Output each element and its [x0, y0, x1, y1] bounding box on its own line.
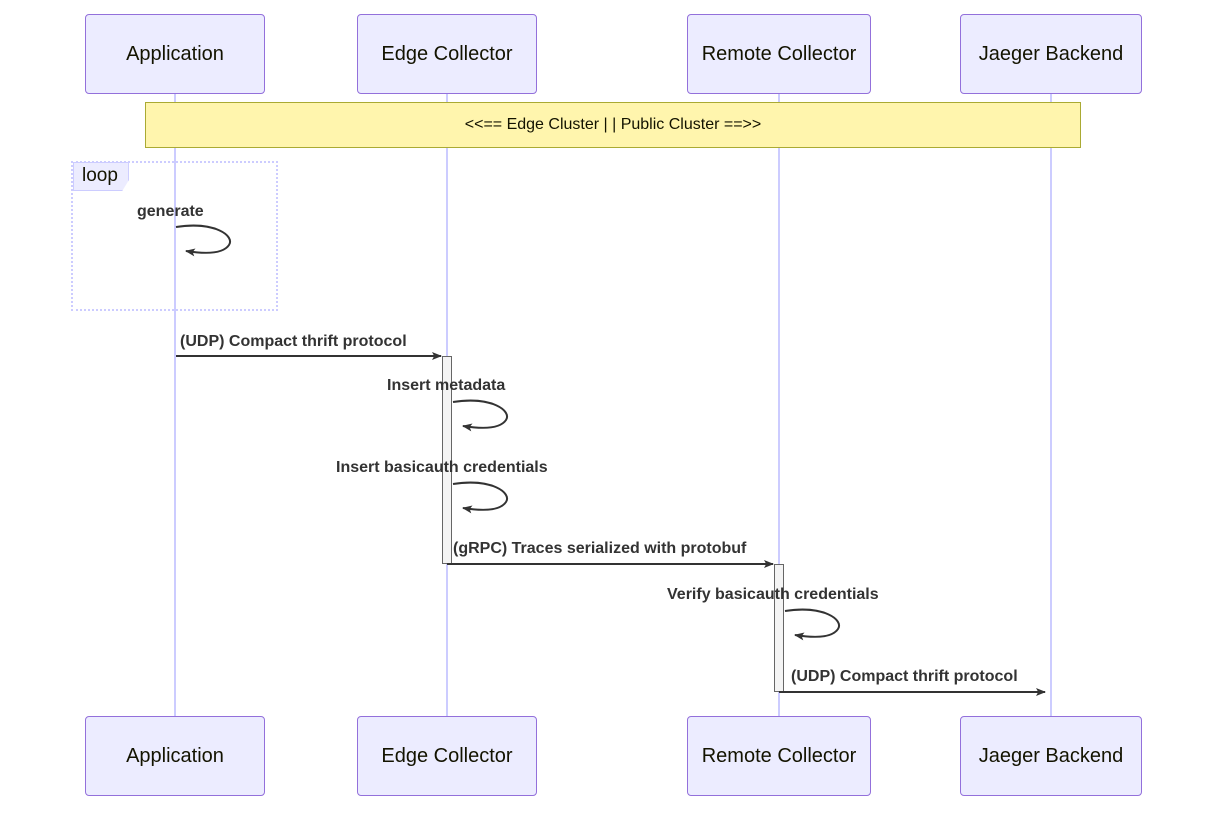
message-label-udp-compact-thrift-1: (UDP) Compact thrift protocol: [180, 333, 407, 350]
activation-remote-collector: [774, 564, 784, 692]
participant-box-remote-collector-top[interactable]: Remote Collector: [687, 14, 871, 94]
message-label-insert-metadata: Insert metadata: [387, 377, 506, 394]
participant-box-jaeger-backend-top[interactable]: Jaeger Backend: [960, 14, 1142, 94]
participant-box-remote-collector-bottom[interactable]: Remote Collector: [687, 716, 871, 796]
arrow-verify-basicauth-credentials: [784, 608, 841, 641]
loop-label-text: loop: [82, 165, 118, 186]
participant-label: Application: [126, 744, 224, 767]
participant-label: Edge Collector: [381, 744, 513, 767]
participant-box-application-bottom[interactable]: Application: [85, 716, 265, 796]
participant-label: Application: [126, 42, 224, 65]
participant-label: Edge Collector: [381, 42, 513, 65]
participant-box-edge-collector-top[interactable]: Edge Collector: [357, 14, 537, 94]
participant-box-jaeger-backend-bottom[interactable]: Jaeger Backend: [960, 716, 1142, 796]
note-edge-public-cluster: <<== Edge Cluster | | Public Cluster ==>…: [145, 102, 1081, 148]
note-text: <<== Edge Cluster | | Public Cluster ==>…: [464, 116, 762, 133]
lifeline-application: [174, 94, 176, 716]
participant-label: Remote Collector: [701, 42, 857, 65]
arrow-insert-basicauth-credentials: [452, 481, 509, 514]
lifeline-remote-collector: [778, 94, 780, 716]
lifeline-jaeger-backend: [1050, 94, 1052, 716]
participant-label: Jaeger Backend: [978, 744, 1124, 767]
loop-fragment-label: loop: [73, 162, 129, 191]
loop-fragment: [71, 161, 278, 311]
message-label-verify-basicauth-credentials: Verify basicauth credentials: [667, 586, 879, 603]
message-label-udp-compact-thrift-2: (UDP) Compact thrift protocol: [791, 668, 1018, 685]
arrow-insert-metadata: [452, 399, 509, 432]
message-label-insert-basicauth-credentials: Insert basicauth credentials: [336, 459, 548, 476]
message-label-grpc-traces-protobuf: (gRPC) Traces serialized with protobuf: [453, 540, 747, 557]
participant-box-application-top[interactable]: Application: [85, 14, 265, 94]
participant-label: Remote Collector: [701, 744, 857, 767]
participant-box-edge-collector-bottom[interactable]: Edge Collector: [357, 716, 537, 796]
participant-label: Jaeger Backend: [978, 42, 1124, 65]
message-label-generate: generate: [137, 203, 204, 220]
